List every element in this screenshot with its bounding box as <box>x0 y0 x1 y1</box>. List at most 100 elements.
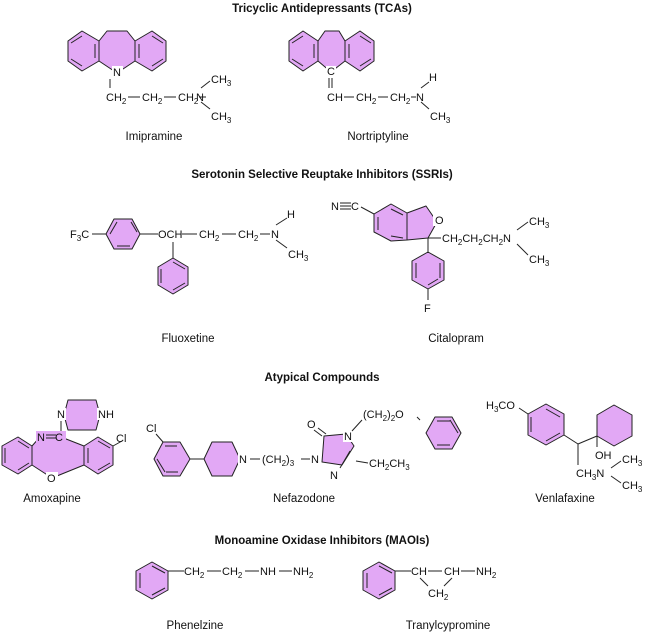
atom-ch3: CH3 <box>288 249 309 263</box>
bond-line <box>378 587 393 596</box>
bond-line <box>420 81 430 89</box>
atom-label-background <box>36 431 66 443</box>
phenoxy-ring <box>425 416 462 450</box>
bond-line <box>109 221 118 235</box>
bond-line <box>151 58 164 67</box>
compound-name-tranylcypromine: Tranylcypromine <box>406 620 491 632</box>
benzene-ring-left <box>67 30 100 72</box>
benzene-ring-left <box>1 436 33 475</box>
nortriptyline-tricyclic-ring <box>288 30 375 73</box>
compound-name-nefazodone: Nefazodone <box>273 493 335 505</box>
atom-chain: (CH2)3 <box>262 454 295 468</box>
bond-line <box>112 440 123 447</box>
bond-line <box>200 101 211 110</box>
section-title-tcas: Tricyclic Antidepressants (TCAs) <box>232 3 412 15</box>
bond-line <box>70 35 83 44</box>
bond-line <box>351 419 363 432</box>
bond-line <box>359 58 372 67</box>
atom-n: N <box>416 92 424 104</box>
compound-name-citalopram: Citalopram <box>428 333 484 345</box>
atom-f: F <box>424 303 431 315</box>
bond-line <box>420 101 430 110</box>
phenelzine-structure: CH2 CH2 NH NH2 Phenelzine <box>135 561 314 632</box>
bond-line <box>378 565 393 574</box>
atom-ch3: CH3 <box>430 111 451 125</box>
atom-label-background <box>238 453 248 465</box>
atom-n4: N <box>344 431 352 443</box>
atom-ch2: CH2 <box>199 229 220 243</box>
bond-line <box>200 80 211 89</box>
bond-line <box>172 282 186 291</box>
atom-label-background <box>46 472 58 484</box>
atom-label-background <box>112 66 123 78</box>
isobenzofuran-ring <box>373 203 438 242</box>
atom-label-background <box>329 469 339 481</box>
atom-n2: N <box>330 470 338 482</box>
atom-n-pip: N <box>239 454 247 466</box>
atom-n1: N <box>311 454 319 466</box>
benzene-ring <box>157 257 189 295</box>
compound-name-imipramine: Imipramine <box>126 131 183 143</box>
bond-line <box>339 450 351 469</box>
atom-label-background <box>433 214 445 226</box>
atom-n-ring: N <box>113 67 121 79</box>
bond-line <box>97 440 111 449</box>
bond-line <box>610 460 622 469</box>
atom-f3c: F3C <box>70 229 89 243</box>
atom-h3co: H3CO <box>486 400 515 414</box>
bond-line <box>419 577 429 587</box>
atom-cl: Cl <box>146 423 156 435</box>
bond-line <box>17 440 30 449</box>
section-title-ssris: Serotonin Selective Reuptake Inhibitors … <box>191 169 453 181</box>
atom-label-background <box>97 408 115 420</box>
bond-line <box>390 208 404 216</box>
benzene-ring-right <box>134 30 167 72</box>
bond-line <box>172 261 186 270</box>
compound-name-nortriptyline: Nortriptyline <box>347 131 408 143</box>
bond-line <box>416 416 421 421</box>
bond-line <box>151 35 164 44</box>
bond-line <box>443 577 453 587</box>
bond-line <box>155 433 164 443</box>
atom-ch2: CH2 <box>390 92 411 106</box>
methoxybenzene-ring <box>527 403 565 446</box>
section-title-maois: Monoamine Oxidase Inhibitors (MAOIs) <box>215 535 430 547</box>
atom-cl: Cl <box>116 433 126 445</box>
compound-name-venlafaxine: Venlafaxine <box>535 493 594 505</box>
bond-line <box>275 239 288 249</box>
fluorobenzene-ring <box>411 251 445 290</box>
atom-ch3: CH3 <box>529 254 550 268</box>
atom-h: H <box>429 72 437 84</box>
atom-nh2: NH2 <box>293 566 314 580</box>
bond-line <box>360 206 375 215</box>
bond-line <box>151 565 166 574</box>
bond-line <box>577 435 598 445</box>
atom-ch: CH <box>444 566 460 578</box>
bond-line <box>70 58 83 67</box>
imipramine-tricyclic-ring <box>67 30 167 74</box>
bond-line <box>151 587 166 596</box>
benzene-ring <box>362 561 396 600</box>
atom-h: H <box>287 209 295 221</box>
atom-nh: NH <box>98 409 114 421</box>
bond-line <box>156 458 166 473</box>
atom-c: C <box>327 66 335 78</box>
atom-ch3: CH3 <box>529 216 550 230</box>
atom-ch2: CH2 <box>222 566 243 580</box>
bond-line <box>97 462 111 471</box>
bond-line <box>390 235 404 239</box>
atom-o: O <box>307 419 316 431</box>
bond-line <box>449 419 459 434</box>
bond-line <box>516 243 529 256</box>
atom-label-background <box>343 430 353 442</box>
atom-oh: OH <box>595 450 612 462</box>
atom-o: O <box>435 215 444 227</box>
atom-ch2: CH2 <box>428 588 449 602</box>
benzene-ring <box>135 561 169 600</box>
atom-side-chain: (CH2)2O <box>363 409 404 423</box>
